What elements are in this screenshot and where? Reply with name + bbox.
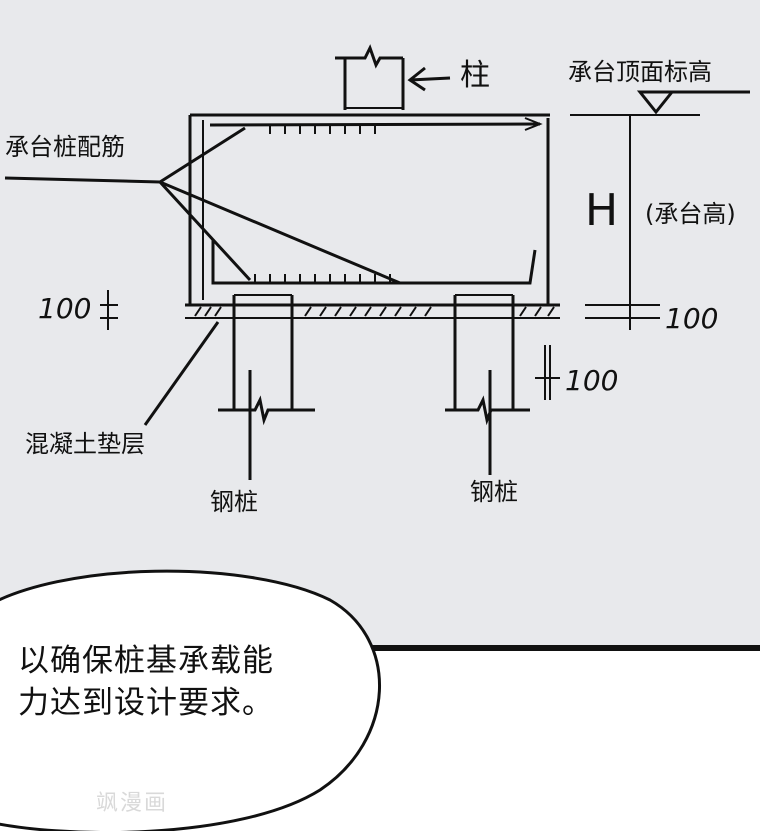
speech-bubble-text: 以确保桩基承载能 力达到设计要求。 xyxy=(18,640,358,724)
column-shape xyxy=(335,44,405,110)
left-dimension-mark xyxy=(100,290,118,330)
cushion-leader-line xyxy=(143,321,220,426)
right-steel-pile-label: 钢桩 xyxy=(470,478,518,506)
top-rebar xyxy=(209,117,543,134)
left-steel-pile xyxy=(218,294,315,480)
pile-100-label: 100 xyxy=(565,364,618,397)
pile-cap-rebar-label: 承台桩配筋 xyxy=(5,133,125,161)
pile-dimension-mark xyxy=(535,345,560,400)
right-100-label: 100 xyxy=(665,302,718,335)
column-label: 柱 xyxy=(460,58,490,93)
rebar-leader-lines xyxy=(4,126,401,285)
concrete-cushion-label: 混凝土垫层 xyxy=(25,430,145,458)
right-steel-pile xyxy=(445,294,530,475)
speech-line-1: 以确保桩基承载能 xyxy=(18,643,274,679)
speech-bubble xyxy=(0,569,382,831)
height-dimension xyxy=(570,114,700,330)
concrete-cushion-layer xyxy=(185,303,560,319)
pile-cap-outline xyxy=(188,113,550,305)
left-100-label: 100 xyxy=(38,292,91,325)
column-arrow xyxy=(407,66,451,92)
height-symbol: H xyxy=(585,185,618,236)
bottom-rebar xyxy=(211,240,537,285)
speech-line-2: 力达到设计要求。 xyxy=(18,685,274,721)
top-elevation-label: 承台顶面标高 xyxy=(568,58,712,86)
elevation-triangle-icon xyxy=(636,90,750,115)
left-steel-pile-label: 钢桩 xyxy=(210,488,258,516)
height-note: (承台高) xyxy=(645,200,736,228)
watermark-logo: 飒漫画 xyxy=(96,791,169,816)
